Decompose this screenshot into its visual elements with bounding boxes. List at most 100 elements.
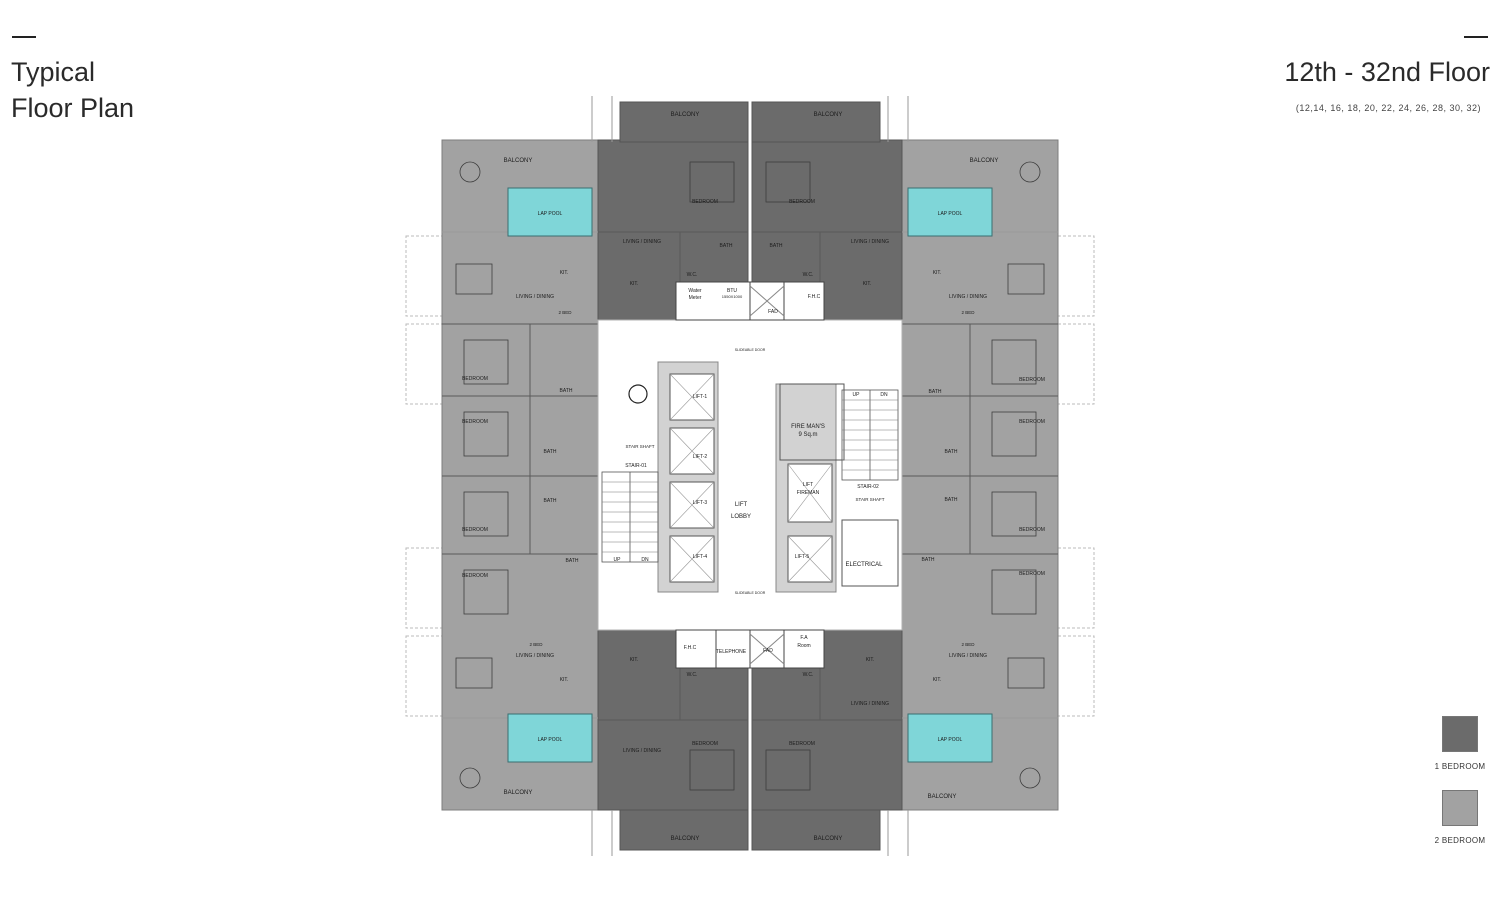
kit-label: KIT. — [630, 281, 639, 287]
lift-5-label: LIFT-5 — [795, 554, 810, 560]
electrical-room — [841, 519, 899, 587]
water-meter-label: Water — [688, 288, 701, 294]
living-dining-label: LIVING / DINING — [516, 653, 554, 659]
wc-label: W.C. — [687, 272, 698, 278]
fhc-label-bottom: F.H.C — [684, 645, 697, 651]
living-dining-label: LIVING / DINING — [623, 748, 661, 754]
lift-fireman-label-2: FIREMAN — [797, 490, 820, 496]
living-dining-label: LIVING / DINING — [516, 294, 554, 300]
fa-room-label: F.A — [800, 635, 808, 641]
two-bed-label: 2 BED — [529, 642, 543, 647]
fa-room-label-2: Room — [797, 643, 810, 649]
balcony-label-se: BALCONY — [928, 794, 957, 800]
bedroom-label: BEDROOM — [1019, 377, 1045, 383]
lift-2-label: LIFT-2 — [693, 454, 708, 460]
two-bed-label: 2 BED — [961, 642, 975, 647]
bedroom-label: BEDROOM — [462, 419, 488, 425]
wc-label: W.C. — [803, 272, 814, 278]
title-line-1: Typical — [11, 57, 96, 87]
balcony-labels: BALCONY BALCONY BALCONY BALCONY BALCONY … — [504, 112, 999, 842]
stair-01 — [601, 471, 659, 563]
title-line-2: Floor Plan — [11, 93, 135, 123]
bedroom-label: BEDROOM — [789, 741, 815, 747]
bedroom-label: BEDROOM — [692, 199, 718, 205]
kit-label: KIT. — [560, 270, 569, 276]
kit-label: KIT. — [866, 657, 875, 663]
bedroom-label: BEDROOM — [1019, 527, 1045, 533]
living-dining-label: LIVING / DINING — [949, 294, 987, 300]
dn-label-right: DN — [880, 392, 888, 398]
kit-label: KIT. — [630, 657, 639, 663]
fireman-lobby — [779, 383, 845, 461]
stair-01-label: STAIR-01 — [625, 463, 647, 469]
fad-label-top: FAD — [768, 309, 778, 315]
balcony-label-n1: BALCONY — [671, 112, 700, 118]
furniture — [455, 161, 1045, 791]
bedroom-label: BEDROOM — [462, 527, 488, 533]
kit-label: KIT. — [933, 270, 942, 276]
bedroom-label: BEDROOM — [692, 741, 718, 747]
water-meter-label-2: Meter — [689, 295, 702, 301]
bath-label: BATH — [922, 557, 935, 563]
two-bed-label: 2 BED — [961, 310, 975, 315]
pool-labels: LAP POOL LAP POOL LAP POOL LAP POOL — [538, 211, 963, 743]
floor-range: 12th - 32nd Floor — [1284, 57, 1490, 87]
stair-shaft-label-left: STAIR SHAFT — [626, 444, 655, 449]
bedroom-label: BEDROOM — [462, 573, 488, 579]
wc-label: W.C. — [687, 672, 698, 678]
legend-swatch-2-bedroom — [1442, 790, 1478, 826]
up-label-right: UP — [853, 392, 861, 398]
sliding-door-label-bottom: SLIDEABLE DOOR — [735, 591, 766, 595]
electrical-label: ELECTRICAL — [845, 562, 883, 568]
balcony-label-n2: BALCONY — [814, 112, 843, 118]
up-label-left: UP — [614, 557, 622, 563]
legend-swatch-1-bedroom — [1442, 716, 1478, 752]
pool-label-se: LAP POOL — [938, 737, 963, 743]
kit-label: KIT. — [560, 677, 569, 683]
bath-label: BATH — [945, 497, 958, 503]
dn-label-left: DN — [641, 557, 649, 563]
bedroom-label: BEDROOM — [789, 199, 815, 205]
pool-se — [907, 713, 993, 763]
fhc-label-top: F.H.C — [808, 294, 821, 300]
lift-1-label: LIFT-1 — [693, 394, 708, 400]
bath-label: BATH — [945, 449, 958, 455]
kit-label: KIT. — [863, 281, 872, 287]
fire-mans-area-label: 9 Sq.m — [798, 432, 817, 438]
lift-fireman-label: LIFT — [803, 482, 813, 488]
lift-lobby-label: LIFT — [735, 502, 748, 508]
legend-label-2-bedroom: 2 BEDROOM — [1434, 836, 1486, 845]
bath-label: BATH — [770, 243, 783, 249]
balcony-label-sw: BALCONY — [504, 790, 533, 796]
stair-02-treads — [842, 399, 898, 471]
room-labels: BEDROOM BEDROOM BEDROOM BEDROOM BEDROOM … — [462, 199, 1045, 754]
balcony-label-s1: BALCONY — [671, 836, 700, 842]
page-title: Typical Floor Plan — [11, 54, 134, 126]
balcony-label-ne: BALCONY — [970, 158, 999, 164]
wc-label: W.C. — [803, 672, 814, 678]
pool-ne — [907, 187, 993, 237]
legend-label-1-bedroom: 1 BEDROOM — [1434, 762, 1486, 771]
balcony-label-nw: BALCONY — [504, 158, 533, 164]
kit-label: KIT. — [933, 677, 942, 683]
living-dining-label: LIVING / DINING — [851, 239, 889, 245]
telephone-label: TELEPHONE — [716, 649, 747, 655]
top-left-dash — [12, 36, 36, 38]
fad-label-bottom: FAD — [763, 648, 773, 654]
btu-size-label: 1550X1000 — [722, 294, 743, 299]
bedroom-label: BEDROOM — [1019, 419, 1045, 425]
core-labels: Water Meter BTU 1550X1000 F.H.C FAD F.H.… — [614, 288, 888, 655]
legend-2-bedroom: 2 BEDROOM — [1430, 790, 1490, 845]
bath-label: BATH — [929, 389, 942, 395]
bath-label: BATH — [566, 558, 579, 564]
bath-label: BATH — [720, 243, 733, 249]
bath-label: BATH — [544, 449, 557, 455]
stair-shaft-label-right: STAIR SHAFT — [856, 497, 885, 502]
lift-4-label: LIFT-4 — [693, 554, 708, 560]
bedroom-label: BEDROOM — [462, 376, 488, 382]
pool-label-nw: LAP POOL — [538, 211, 563, 217]
stair-01-treads — [602, 481, 658, 553]
pool-label-sw: LAP POOL — [538, 737, 563, 743]
floor-plan: BALCONY BALCONY BALCONY BALCONY BALCONY … — [405, 96, 1095, 856]
living-dining-label: LIVING / DINING — [851, 701, 889, 707]
